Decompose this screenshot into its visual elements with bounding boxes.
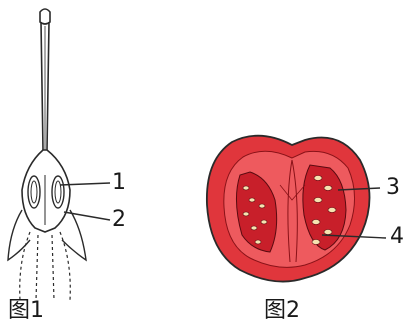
label-4: 4 — [390, 226, 404, 248]
figure2-caption: 图2 — [264, 300, 300, 322]
label-3: 3 — [386, 177, 400, 199]
